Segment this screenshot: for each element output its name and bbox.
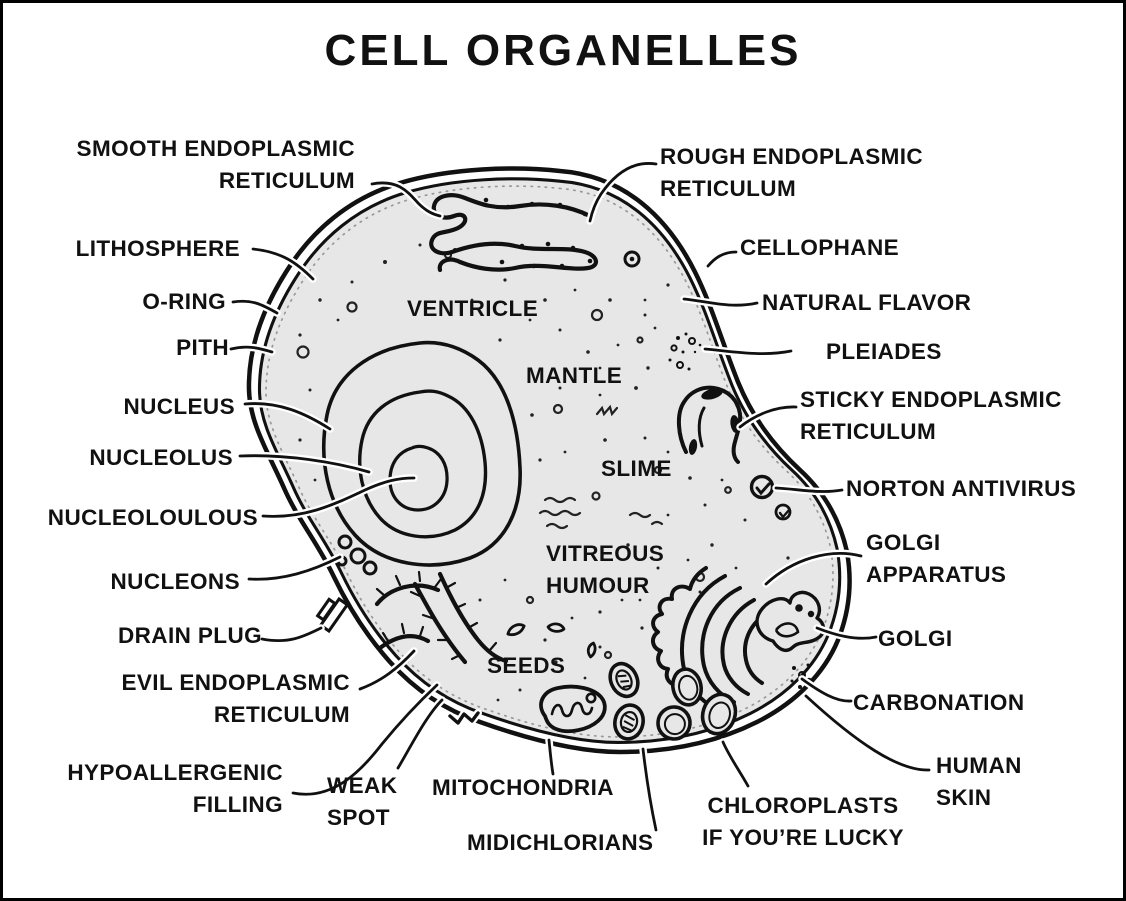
label-seeds: SEEDS	[487, 653, 566, 678]
weak-spot-notch	[446, 709, 482, 727]
label-nucleus: NUCLEUS	[123, 394, 235, 419]
mitochondria-drawing	[539, 684, 607, 734]
evil-er-drawing	[374, 570, 509, 665]
midichlorians-drawing	[608, 661, 645, 741]
pleiades-cluster	[668, 332, 702, 371]
label-lithosphere: LITHOSPHERE	[75, 236, 240, 261]
label-hypoallergenic-filling: HYPOALLERGENIC FILLING	[67, 760, 283, 817]
label-nucleoloulous: NUCLEOLOULOUS	[47, 505, 258, 530]
label-midichlorians: MIDICHLORIANS	[467, 830, 654, 855]
label-cellophane: CELLOPHANE	[740, 235, 900, 260]
golgi-drawing	[755, 590, 826, 652]
drain-plug-drawing	[315, 596, 350, 634]
label-weak-spot: WEAK SPOT	[327, 773, 398, 830]
nucleus-drawing	[321, 340, 522, 567]
label-rough-endoplasmic-reticulum: ROUGH ENDOPLASMIC RETICULUM	[660, 144, 924, 201]
label-ventricle: VENTRICLE	[407, 296, 539, 321]
chloroplasts-drawing	[656, 667, 738, 741]
slime-squiggles	[538, 404, 664, 530]
vesicle-icon	[623, 250, 641, 268]
label-smooth-endoplasmic-reticulum: SMOOTH ENDOPLASMIC RETICULUM	[76, 136, 355, 193]
label-golgi-apparatus: GOLGI APPARATUS	[866, 530, 1007, 587]
endoplasmic-reticulum-drawing	[429, 193, 598, 273]
label-natural-flavor: NATURAL FLAVOR	[762, 290, 972, 315]
label-golgi: GOLGI	[878, 626, 953, 651]
seeds-drawing	[506, 622, 597, 659]
label-human-skin: HUMAN SKIN	[936, 753, 1022, 810]
label-norton-antivirus: NORTON ANTIVIRUS	[846, 476, 1077, 501]
label-pith: PITH	[176, 335, 229, 360]
label-carbonation: CARBONATION	[853, 690, 1025, 715]
label-sticky-endoplasmic-reticulum: STICKY ENDOPLASMIC RETICULUM	[800, 387, 1062, 444]
label-nucleons: NUCLEONS	[110, 569, 240, 594]
label-o-ring: O-RING	[142, 289, 226, 314]
label-vitreous-humour: VITREOUS HUMOUR	[546, 541, 665, 598]
label-nucleolus: NUCLEOLUS	[89, 445, 233, 470]
label-slime: SLIME	[601, 456, 672, 481]
label-drain-plug: DRAIN PLUG	[118, 623, 262, 648]
label-mantle: MANTLE	[526, 363, 623, 388]
label-evil-endoplasmic-reticulum: EVIL ENDOPLASMIC RETICULUM	[121, 670, 350, 727]
nucleons-drawing	[336, 534, 378, 576]
label-pleiades: PLEIADES	[826, 339, 942, 364]
ribosome-dots	[483, 197, 593, 269]
page-title: CELL ORGANELLES	[324, 26, 802, 75]
label-chloroplasts-if-youre-lucky: CHLOROPLASTS IF YOU’RE LUCKY	[702, 793, 904, 850]
label-mitochondria: MITOCHONDRIA	[432, 775, 614, 800]
